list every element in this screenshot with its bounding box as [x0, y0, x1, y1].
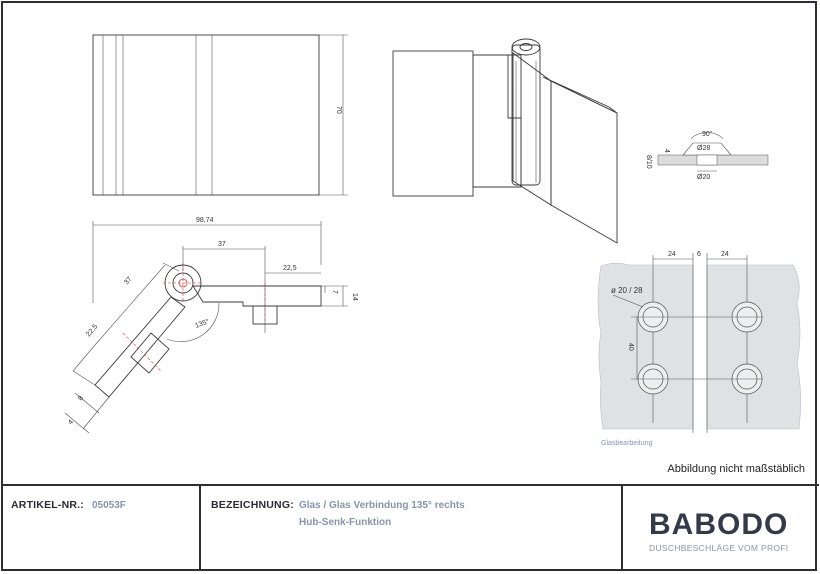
dim-4: 4	[67, 419, 75, 427]
countersink-detail: 90° Ø28 Ø20 4 8/10	[645, 130, 769, 181]
glass-processing: 24 6 24 ø 20 / 28 40 Glasbearbeitung	[597, 251, 801, 447]
designation-line-1: Glas / Glas Verbindung 135° rechts	[299, 500, 465, 511]
top-view: 98,74 37 22,5 7 14	[64, 217, 358, 434]
scale-note: Abbildung nicht maßstäblich	[667, 463, 805, 475]
article-cell: ARTIKEL-NR.: 05053F	[3, 486, 201, 571]
isometric-view	[392, 38, 618, 244]
glass-hole-diameter: ø 20 / 28	[611, 286, 643, 295]
glass-dim-24-left: 24	[668, 251, 676, 258]
dim-22-5-top: 22,5	[283, 265, 297, 272]
dim-height-70: 70	[335, 106, 342, 114]
dim-14: 14	[351, 293, 358, 301]
dim-98-74: 98,74	[196, 217, 214, 224]
dim-8: 8	[77, 395, 85, 403]
detail-angle-90: 90°	[702, 130, 713, 138]
front-view: 70	[92, 34, 348, 196]
detail-d28: Ø28	[697, 145, 710, 152]
detail-d4: 4	[663, 149, 670, 153]
article-value: 05053F	[92, 500, 126, 511]
brand-tagline: DUSCHBESCHLÄGE VOM PROFI	[649, 543, 789, 553]
dim-angle-135: 135°	[194, 317, 211, 330]
dim-37-diag: 37	[123, 276, 133, 287]
dim-37-top: 37	[218, 241, 226, 248]
glass-caption: Glasbearbeitung	[601, 440, 652, 447]
brand-logo: BABODO	[649, 508, 789, 541]
glass-dim-24-right: 24	[721, 251, 729, 258]
detail-d20: Ø20	[697, 174, 710, 181]
dim-7: 7	[331, 290, 338, 294]
designation-label: BEZEICHNUNG:	[211, 499, 294, 511]
technical-drawing: 70 98,74 37 22,5 7 14	[64, 34, 801, 447]
brand-cell: BABODO DUSCHBESCHLÄGE VOM PROFI	[623, 486, 819, 571]
detail-d8-10: 8/10	[645, 155, 652, 169]
glass-dim-40: 40	[627, 343, 634, 351]
designation-line-2: Hub-Senk-Funktion	[299, 517, 392, 528]
glass-dim-6: 6	[697, 251, 701, 258]
designation-cell: BEZEICHNUNG: Glas / Glas Verbindung 135°…	[201, 486, 623, 571]
dim-22-5-diag: 22,5	[85, 323, 99, 338]
article-label: ARTIKEL-NR.:	[11, 499, 84, 511]
title-block: ARTIKEL-NR.: 05053F BEZEICHNUNG: Glas / …	[3, 484, 819, 571]
